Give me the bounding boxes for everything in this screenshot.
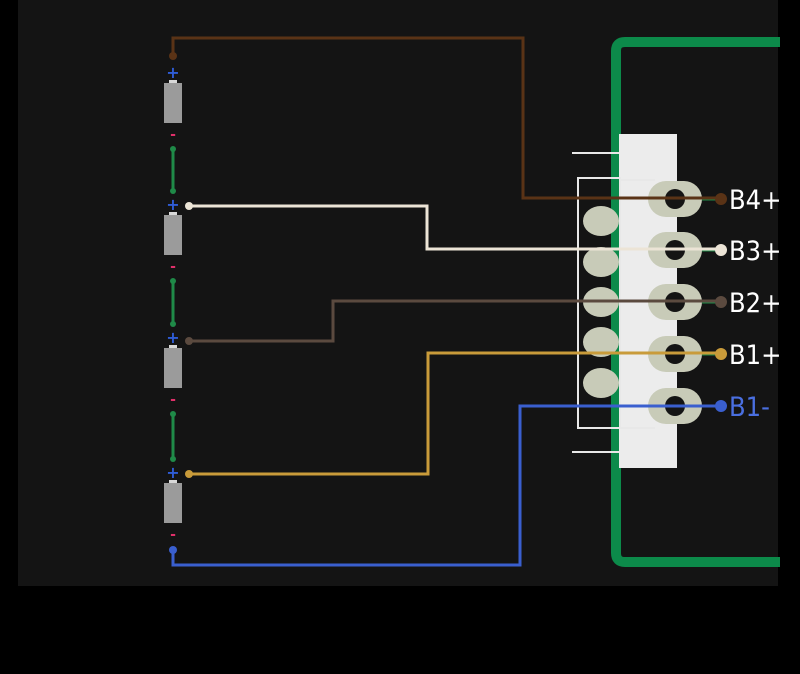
- cell-minus-sign: -: [170, 127, 176, 143]
- cell-cap: [169, 80, 177, 84]
- socket-pin: [583, 327, 619, 357]
- pin-dot: [715, 296, 727, 308]
- wire-b4-minusplus: [171, 36, 721, 200]
- wire-start-dot: [185, 202, 193, 210]
- link-dot: [170, 321, 176, 327]
- pin-label: B2+: [729, 288, 781, 319]
- cell-plus-sign: +: [166, 463, 179, 482]
- cell-body: [164, 348, 182, 388]
- cell-body: [164, 83, 182, 123]
- wire-b1-minus: [171, 404, 721, 567]
- battery-cell: +-: [164, 63, 182, 194]
- pin-label: B1-: [729, 392, 770, 423]
- wire-start-dot: [169, 546, 177, 554]
- wire-b3-minusplus: [189, 204, 721, 251]
- cell-minus-sign: -: [170, 392, 176, 408]
- cell-cap: [169, 480, 177, 484]
- pin-label: B3+: [729, 236, 781, 267]
- pin-label: B1+: [729, 340, 781, 371]
- cell-cap: [169, 345, 177, 349]
- battery-cell: +-: [164, 463, 182, 543]
- link-dot: [170, 188, 176, 194]
- wire-start-dot: [185, 470, 193, 478]
- socket-pin: [583, 368, 619, 398]
- battery-cell: +-: [164, 328, 182, 462]
- cell-cap: [169, 212, 177, 216]
- wire-start-dot: [185, 337, 193, 345]
- link-dot: [170, 278, 176, 284]
- wire-b2-minusplus: [189, 299, 721, 343]
- cell-plus-sign: +: [166, 328, 179, 347]
- cell-minus-sign: -: [170, 527, 176, 543]
- link-dot: [170, 456, 176, 462]
- wire-start-dot: [169, 52, 177, 60]
- pin-dot: [715, 400, 727, 412]
- wire-b1-minusplus: [189, 351, 721, 476]
- cell-body: [164, 483, 182, 523]
- link-dot: [170, 411, 176, 417]
- pin-label: B4+: [729, 185, 781, 216]
- cell-minus-sign: -: [170, 259, 176, 275]
- cell-plus-sign: +: [166, 63, 179, 82]
- cell-plus-sign: +: [166, 195, 179, 214]
- battery-cell: +-: [164, 195, 182, 327]
- connector-socket: [577, 177, 621, 429]
- socket-pin: [583, 247, 619, 277]
- pin-dot: [715, 244, 727, 256]
- socket-pin: [583, 206, 619, 236]
- link-dot: [170, 146, 176, 152]
- pin-dot: [715, 193, 727, 205]
- pin-dot: [715, 348, 727, 360]
- cell-body: [164, 215, 182, 255]
